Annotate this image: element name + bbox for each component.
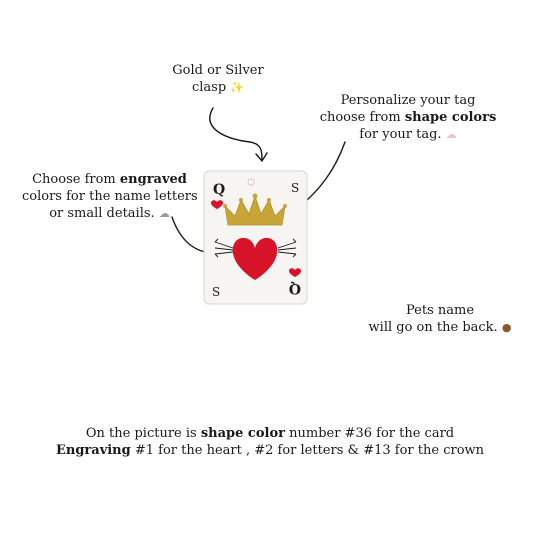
crown-jewel-4: [267, 198, 271, 202]
card-body: [203, 170, 308, 305]
bottom-line-2-bold: Engraving: [55, 443, 131, 458]
card-svg: Q S Q S: [203, 170, 308, 305]
crown-jewel-1: [223, 204, 227, 208]
crown-icon: [224, 194, 286, 226]
heart-large-icon: [232, 237, 278, 280]
personalize-note: Personalize your tag choose from shape c…: [318, 92, 498, 143]
pets-line-1: Pets name: [405, 303, 475, 318]
flourish-lines: [214, 238, 297, 258]
bottom-note: On the picture is shape color number #36…: [40, 425, 500, 459]
clasp-hole: [247, 178, 255, 186]
crown-jewel-3: [252, 193, 258, 199]
clasp-arrowhead: [255, 152, 268, 163]
personalize-line-2-prefix: choose from: [319, 110, 401, 125]
bottom-line-2-wrap: Engraving #1 for the heart , #2 for lett…: [40, 442, 500, 459]
heart-small-bottom-icon: [289, 268, 301, 277]
clasp-line-2: clasp: [191, 80, 227, 95]
pets-line-2: will go on the back.: [368, 320, 498, 335]
pets-note: Pets name will go on the back. ●: [360, 302, 520, 336]
personalize-line-1: Personalize your tag: [340, 93, 476, 108]
crown-jewel-5: [283, 204, 287, 208]
bottom-line-1-wrap: On the picture is shape color number #36…: [40, 425, 500, 442]
crown-jewel-2: [239, 198, 243, 202]
card-tag: Q S Q S: [203, 170, 308, 305]
bottom-line-2-suffix: #1 for the heart , #2 for letters & #13 …: [134, 443, 485, 458]
bottom-line-1-prefix: On the picture is: [85, 426, 197, 441]
rank-top-letter: Q: [213, 182, 225, 198]
engrave-note: Choose from engraved colors for the name…: [22, 171, 198, 222]
engrave-line-1-bold: engraved: [119, 172, 187, 187]
engrave-line-1-wrap: Choose from engraved: [22, 171, 197, 188]
engrave-line-1-prefix: Choose from: [32, 172, 116, 187]
personalize-line-2-wrap: choose from shape colors: [318, 109, 498, 126]
cloud-icon: ☁: [158, 207, 170, 220]
heart-small-top-icon: [211, 200, 223, 209]
engrave-line-3: or small details.: [49, 206, 155, 221]
teddy-bear-icon: ●: [501, 321, 512, 334]
clasp-line-2-wrap: clasp ✨: [168, 79, 268, 96]
rank-bottom-letter: Q: [289, 280, 301, 296]
clasp-arrow: [209, 107, 263, 161]
engrave-line-2: colors for the name letters: [22, 189, 198, 204]
personalize-line-3-wrap: for your tag. ☁: [318, 126, 498, 143]
clasp-note: Gold or Silver clasp ✨: [168, 62, 268, 96]
engrave-line-3-wrap: or small details. ☁: [22, 205, 197, 222]
bottom-line-1-suffix: number #36 for the card: [289, 426, 455, 441]
corner-s-top: S: [291, 181, 299, 195]
bottom-line-1-bold: shape color: [200, 426, 285, 441]
cloud-icon: ☁: [445, 128, 457, 141]
pets-line-2-wrap: will go on the back. ●: [360, 319, 520, 336]
personalize-line-2-bold: shape colors: [404, 110, 497, 125]
clasp-line-1: Gold or Silver: [172, 63, 264, 78]
personalize-line-3: for your tag.: [359, 127, 442, 142]
corner-s-bottom: S: [212, 285, 220, 299]
sparkles-icon: ✨: [230, 81, 245, 94]
